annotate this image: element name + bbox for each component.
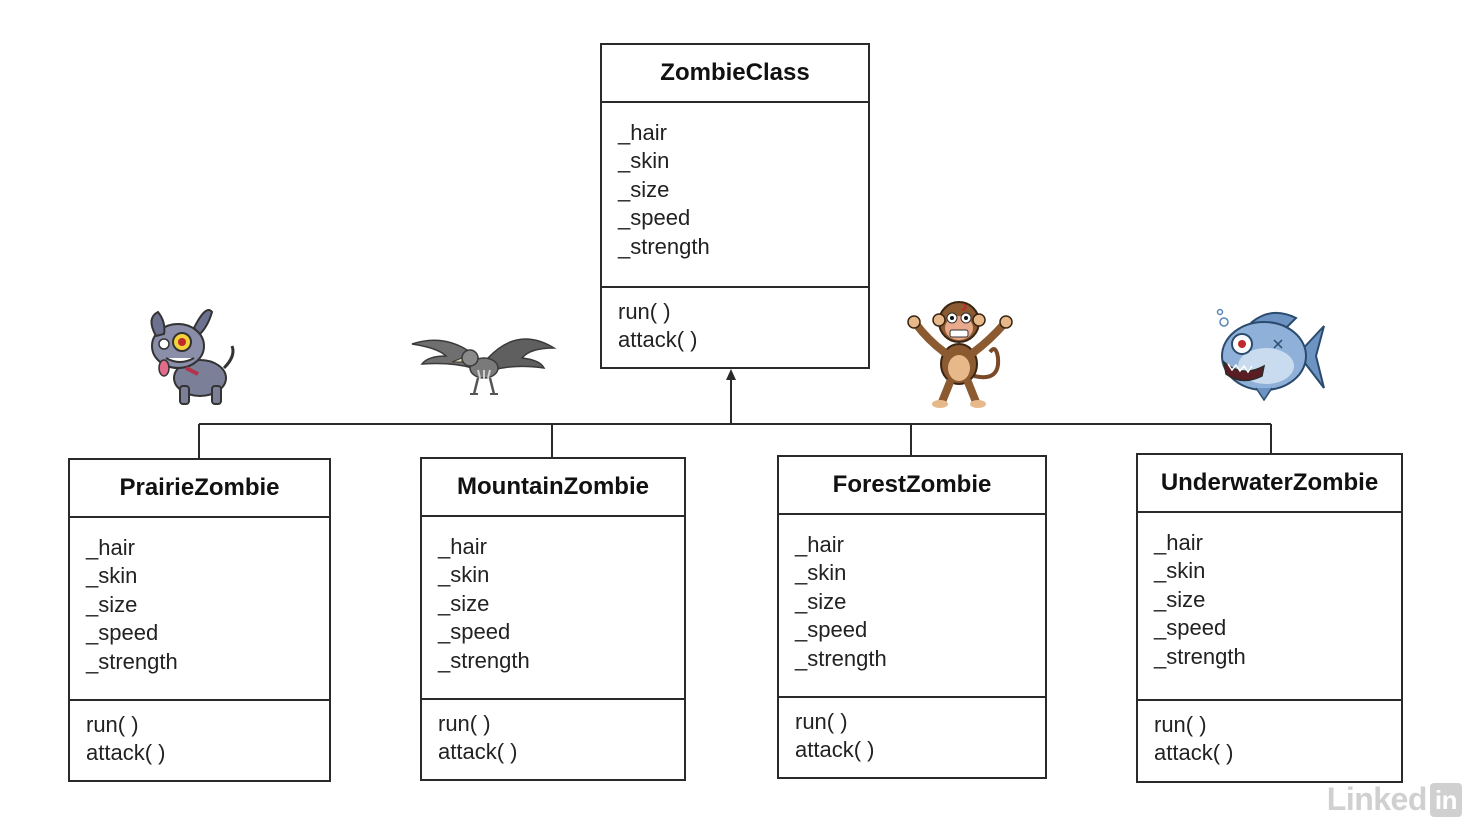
attribute: _hair bbox=[1154, 530, 1203, 555]
zombie-bird-icon bbox=[411, 338, 557, 395]
class-attributes: _hair _skin _size _speed _strength bbox=[422, 517, 684, 700]
attribute: _speed bbox=[86, 620, 159, 646]
class-attributes: _hair _skin _size _speed _strength bbox=[779, 515, 1045, 698]
operation: attack( ) bbox=[438, 739, 518, 765]
attribute: _hair bbox=[795, 532, 844, 557]
class-operations: run( ) attack( ) bbox=[779, 698, 1045, 765]
attribute: _speed bbox=[618, 205, 691, 231]
class-operations: run( ) attack( ) bbox=[602, 288, 868, 355]
zombie-class-box: ZombieClass _hair _skin _size _speed _st… bbox=[600, 43, 870, 369]
attribute: _speed bbox=[438, 619, 511, 645]
inheritance-arrowhead bbox=[726, 369, 736, 380]
zombie-dog-icon bbox=[150, 309, 235, 405]
attribute: _speed bbox=[795, 617, 868, 643]
attribute: _strength bbox=[795, 645, 887, 671]
attribute: _skin bbox=[86, 563, 138, 589]
class-operations: run( ) attack( ) bbox=[1138, 701, 1401, 768]
zombie-monkey-icon bbox=[907, 301, 1013, 408]
attribute: _hair bbox=[618, 120, 667, 145]
attribute: _strength bbox=[1154, 643, 1246, 669]
operation: run( ) bbox=[438, 711, 491, 736]
attribute: _size bbox=[86, 591, 138, 617]
attribute: _strength bbox=[618, 233, 710, 259]
class-attributes: _hair _skin _size _speed _strength bbox=[602, 103, 868, 288]
operation: run( ) bbox=[86, 712, 139, 737]
operation: run( ) bbox=[618, 299, 671, 324]
underwater-zombie-box: UnderwaterZombie _hair _skin _size _spee… bbox=[1136, 453, 1403, 783]
attribute: _hair bbox=[438, 534, 487, 559]
operation: attack( ) bbox=[1154, 740, 1234, 766]
linkedin-watermark: Linked in bbox=[1327, 781, 1462, 818]
linkedin-logo-icon: in bbox=[1429, 782, 1462, 817]
operation: attack( ) bbox=[795, 737, 875, 763]
mountain-zombie-box: MountainZombie _hair _skin _size _speed … bbox=[420, 457, 686, 781]
forest-zombie-box: ForestZombie _hair _skin _size _speed _s… bbox=[777, 455, 1047, 779]
attribute: _size bbox=[618, 176, 670, 202]
attribute: _hair bbox=[86, 535, 135, 560]
attribute: _strength bbox=[86, 648, 178, 674]
attribute: _skin bbox=[1154, 558, 1206, 584]
attribute: _skin bbox=[618, 148, 670, 174]
attribute: _size bbox=[438, 590, 490, 616]
class-name: PrairieZombie bbox=[70, 460, 329, 518]
class-attributes: _hair _skin _size _speed _strength bbox=[70, 518, 329, 701]
attribute: _size bbox=[1154, 586, 1206, 612]
attribute: _skin bbox=[795, 560, 847, 586]
zombie-fish-icon bbox=[1216, 308, 1325, 402]
class-operations: run( ) attack( ) bbox=[422, 700, 684, 767]
operation: attack( ) bbox=[86, 740, 166, 766]
class-name: ForestZombie bbox=[779, 457, 1045, 515]
attribute: _strength bbox=[438, 647, 530, 673]
class-name: MountainZombie bbox=[422, 459, 684, 517]
watermark-text: Linked bbox=[1326, 781, 1428, 817]
operation: attack( ) bbox=[618, 327, 698, 353]
attribute: _speed bbox=[1154, 615, 1227, 641]
operation: run( ) bbox=[795, 709, 848, 734]
attribute: _skin bbox=[438, 562, 490, 588]
class-name: UnderwaterZombie bbox=[1138, 455, 1401, 513]
attribute: _size bbox=[795, 588, 847, 614]
prairie-zombie-box: PrairieZombie _hair _skin _size _speed _… bbox=[68, 458, 331, 782]
operation: run( ) bbox=[1154, 712, 1207, 737]
class-attributes: _hair _skin _size _speed _strength bbox=[1138, 513, 1401, 701]
class-name: ZombieClass bbox=[602, 45, 868, 103]
class-operations: run( ) attack( ) bbox=[70, 701, 329, 768]
